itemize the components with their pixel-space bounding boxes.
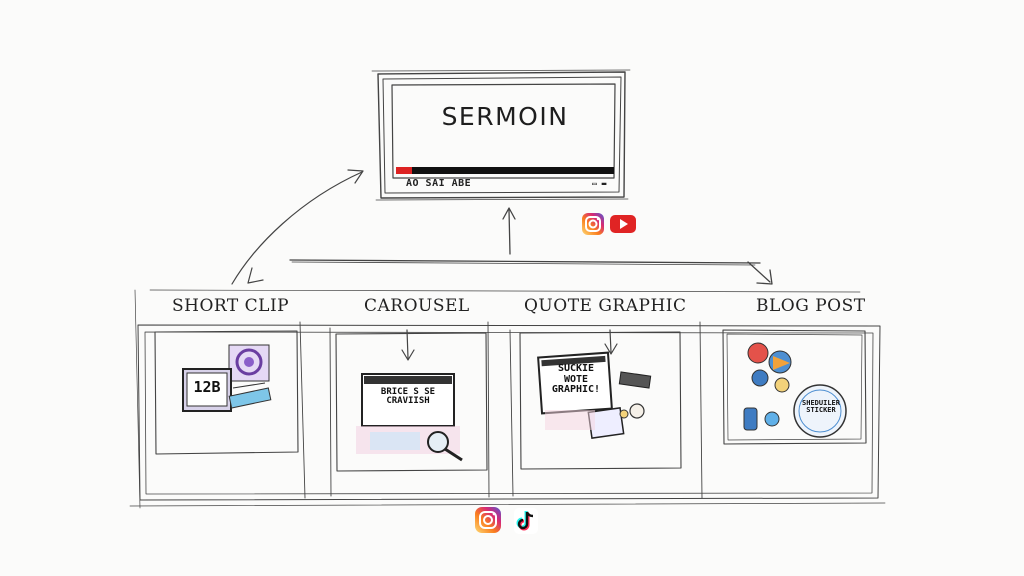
blog-card-text: SHEDUILER STICKER xyxy=(802,399,840,415)
horizontal-connector-double xyxy=(291,261,756,266)
sermon-box-outline xyxy=(371,69,631,201)
quote-illustration xyxy=(537,351,652,439)
label-short-clip: SHORT CLIP xyxy=(172,296,290,316)
horizontal-connector xyxy=(289,259,761,264)
arrow-up-center-head xyxy=(502,207,516,220)
carousel-illustration xyxy=(356,373,463,462)
youtube-icon xyxy=(610,215,636,233)
arrow-to-blog xyxy=(747,261,771,283)
label-blog-post: BLOG POST xyxy=(756,296,866,316)
arrow-into-quote xyxy=(604,329,618,355)
arrow-up-center xyxy=(508,209,511,255)
video-progress-bar xyxy=(396,167,614,174)
carousel-card-text: BRICE S SE CRAVIISH xyxy=(380,387,436,407)
label-quote-graphic: QUOTE GRAPHIC xyxy=(524,296,687,316)
card-frames xyxy=(154,329,867,472)
video-controls-text: AO SAI ABE xyxy=(406,178,472,189)
arrow-to-sermon xyxy=(231,171,363,285)
blog-illustration xyxy=(743,342,847,438)
quote-card-text: SUCKIE WOTE GRAPHIC! xyxy=(551,363,601,395)
instagram-icon xyxy=(582,213,604,235)
short-clip-card-text: 12B xyxy=(193,378,221,396)
arrow-to-sermon-head xyxy=(347,169,364,184)
arrow-to-blog-head xyxy=(756,269,773,285)
instagram-icon xyxy=(475,507,501,533)
arrow-to-shortclip-head xyxy=(247,267,264,284)
video-time-text: ▭ ▬ xyxy=(592,179,607,188)
tiktok-icon xyxy=(514,508,538,534)
sermon-title: SERMOIN xyxy=(441,102,569,131)
short-clip-illustration xyxy=(182,344,272,412)
arrow-into-carousel xyxy=(401,329,415,361)
label-carousel: CAROUSEL xyxy=(364,296,470,316)
